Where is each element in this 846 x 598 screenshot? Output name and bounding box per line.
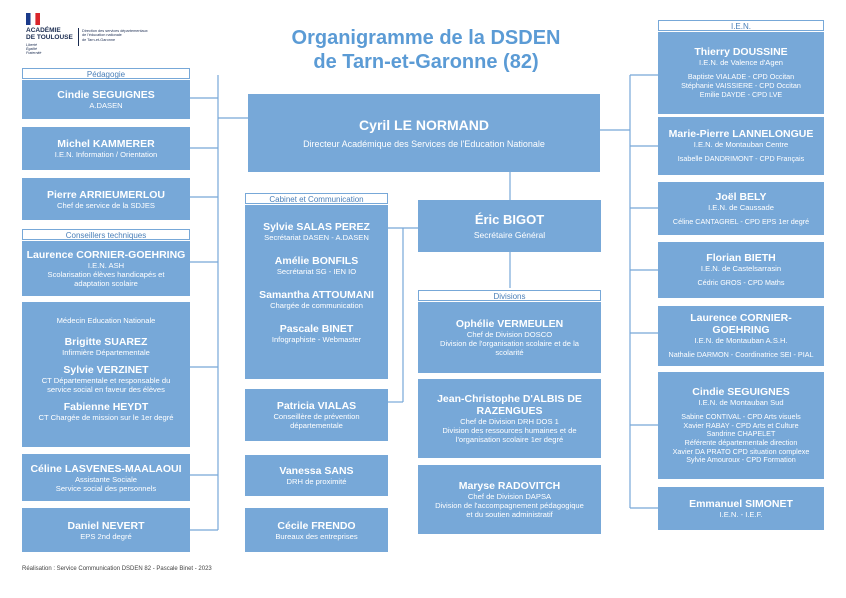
ien-box-2: Marie-Pierre LANNELONGUE I.E.N. de Monta… [658, 117, 824, 175]
pedagogie-box-2: Michel KAMMERER I.E.N. Information / Ori… [22, 127, 190, 170]
logo-de-toulouse: DE TOULOUSE [26, 34, 73, 41]
division-box-2: Jean-Christophe D'ALBIS DE RAZENGUES Che… [418, 379, 601, 458]
pedagogie-header: Pédagogie [22, 68, 190, 79]
drh-box: Vanessa SANS DRH de proximité [245, 455, 388, 496]
ien-box-5: Laurence CORNIER-GOEHRING I.E.N. de Mont… [658, 306, 824, 366]
cabinet-header: Cabinet et Communication [245, 193, 388, 204]
division-box-1: Ophélie VERMEULEN Chef de Division DOSCO… [418, 302, 601, 373]
ien-box-3: Joël BELY I.E.N. de Caussade Céline CANT… [658, 182, 824, 235]
ien-box-1: Thierry DOUSSINE I.E.N. de Valence d'Age… [658, 32, 824, 114]
conseillers-header: Conseillers techniques [22, 229, 190, 240]
conseillers-box-1: Laurence CORNIER-GOEHRING I.E.N. ASH Sco… [22, 241, 190, 296]
republique-logo [26, 12, 40, 25]
prevention-box: Patricia VIALAS Conseillère de préventio… [245, 389, 388, 441]
divisions-header: Divisions [418, 290, 601, 301]
entreprises-box: Cécile FRENDO Bureaux des entreprises [245, 508, 388, 552]
ien-box-7: Emmanuel SIMONET I.E.N. - I.E.F. [658, 487, 824, 530]
pedagogie-box-1: Cindie SEGUIGNES A.DASEN [22, 80, 190, 119]
ien-header: I.E.N. [658, 20, 824, 31]
social-box: Céline LASVENES-MAALAOUI Assistante Soci… [22, 454, 190, 501]
footer-credit: Réalisation : Service Communication DSDE… [22, 566, 212, 572]
eps-box: Daniel NEVERT EPS 2nd degré [22, 508, 190, 552]
director-box: Cyril LE NORMAND Directeur Académique de… [248, 94, 600, 172]
ien-box-4: Florian BIETH I.E.N. de Castelsarrasin C… [658, 242, 824, 298]
logo-academie: ACADÉMIE [26, 27, 61, 34]
ien-box-6: Cindie SEGUIGNES I.E.N. de Montauban Sud… [658, 372, 824, 479]
division-box-3: Maryse RADOVITCH Chef de Division DAPSA … [418, 465, 601, 534]
page-title: Organigramme de la DSDEN de Tarn-et-Garo… [291, 27, 561, 73]
pedagogie-box-3: Pierre ARRIEUMERLOU Chef de service de l… [22, 178, 190, 220]
cabinet-box: Sylvie SALAS PEREZ Secrétariat DASEN - A… [245, 205, 388, 379]
secretary-general-box: Éric BIGOT Secrétaire Général [418, 200, 601, 252]
medical-box: Médecin Education Nationale Brigitte SUA… [22, 302, 190, 447]
logo-divider [78, 28, 79, 46]
